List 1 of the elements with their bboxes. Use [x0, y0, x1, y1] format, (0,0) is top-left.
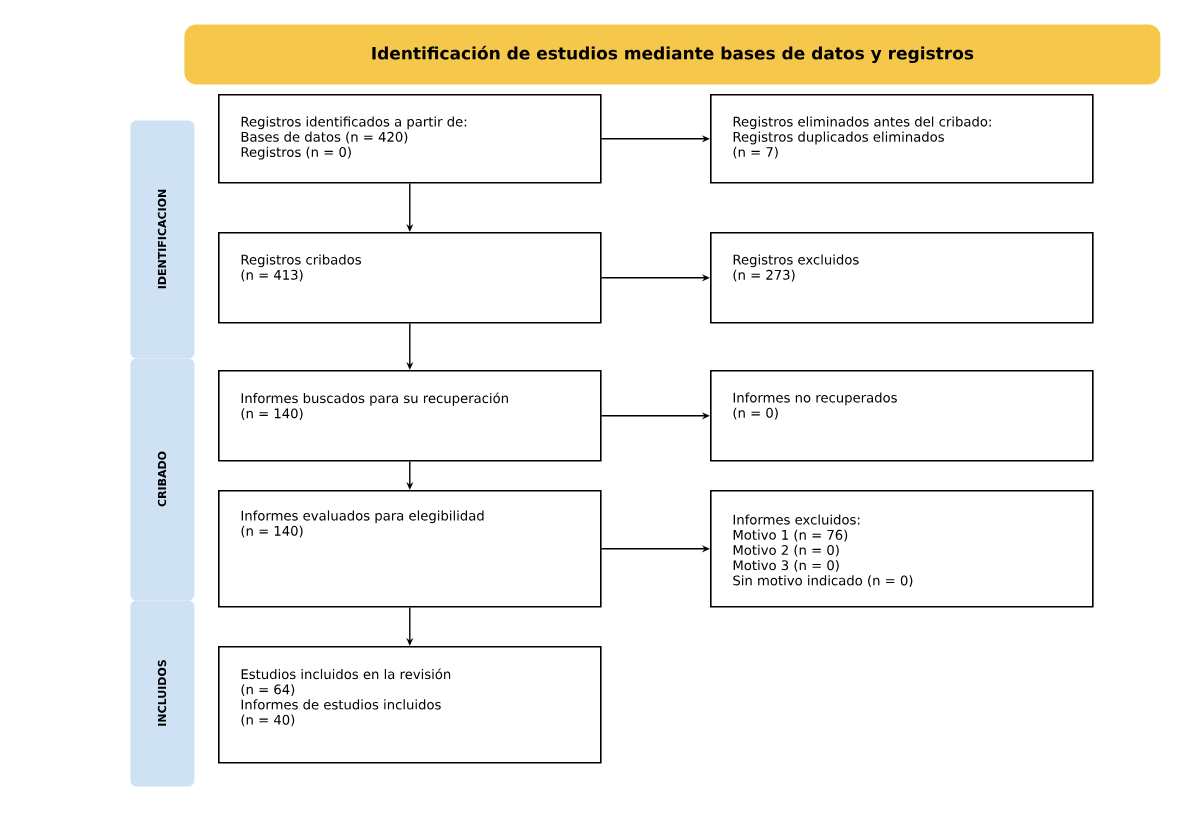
- title-banner: Identificación de estudios mediante bases de datos y registros: [184, 24, 1161, 85]
